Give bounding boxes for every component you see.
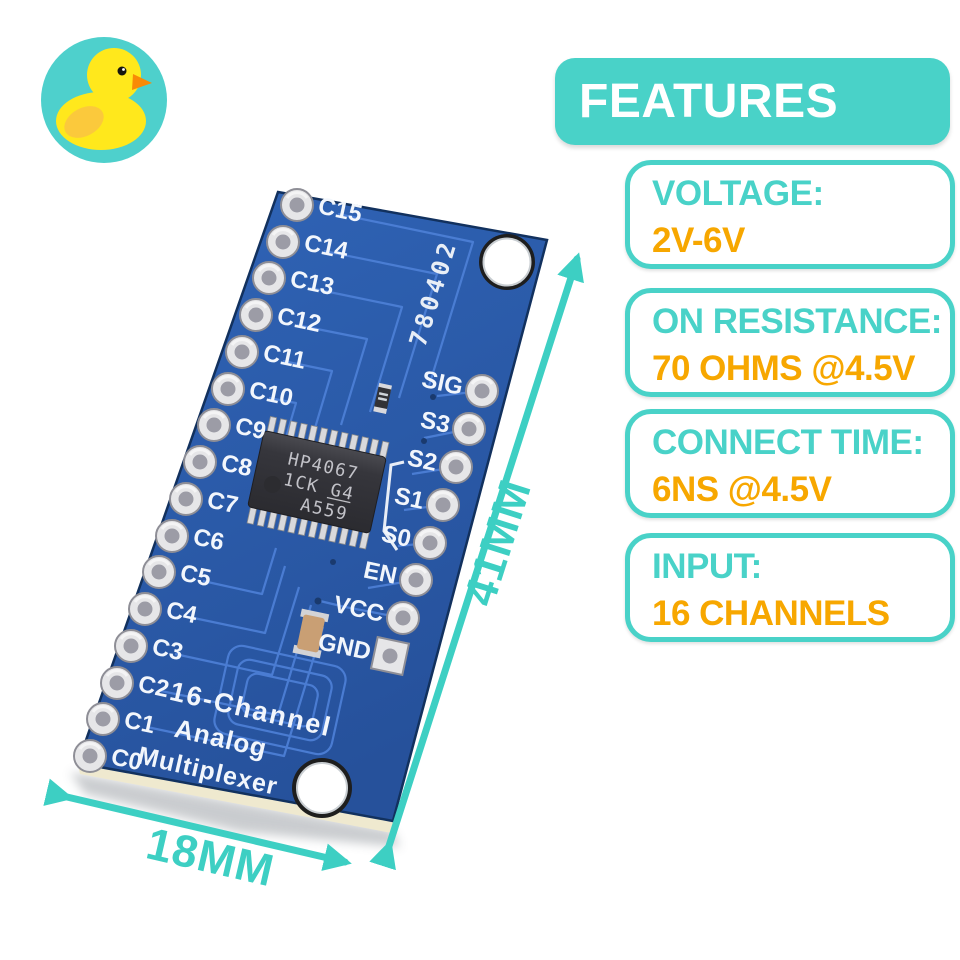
mounting-hole-bottom — [292, 758, 352, 818]
gnd-square-pad — [369, 635, 411, 677]
smd-capacitor — [292, 608, 330, 659]
pad-label-c4: C4 — [164, 596, 200, 629]
mounting-hole-top — [479, 234, 535, 290]
pcb-board: HP4067 1CK G4 A559 C15 C14 C13 C12 C1 — [70, 187, 549, 847]
pad-label-c6: C6 — [191, 523, 227, 556]
feature-value: 70 OHMS @4.5V — [652, 349, 916, 388]
duck-wing — [64, 106, 104, 138]
width-dimension-arrow — [43, 778, 352, 871]
feature-label: ON RESISTANCE: — [652, 302, 942, 341]
feature-box-on-resistance: ON RESISTANCE: 70 OHMS @4.5V — [625, 288, 955, 397]
duck-eye — [117, 66, 127, 76]
features-panel-title: FEATURES — [555, 58, 950, 145]
pad-label-c9: C9 — [233, 412, 269, 445]
length-dimension-arrow — [369, 252, 584, 871]
multiplexer-chip: HP4067 1CK G4 A559 — [246, 416, 390, 550]
feature-value: 2V-6V — [652, 221, 745, 260]
pad-label-c8: C8 — [219, 449, 255, 482]
pad-label-c0: C0 — [109, 743, 145, 776]
duck-head — [87, 48, 141, 102]
pad-label-c7: C7 — [205, 486, 241, 519]
feature-label: VOLTAGE: — [652, 174, 824, 213]
chip-marking-underline — [326, 496, 351, 504]
duck-beak — [132, 74, 152, 90]
duck-logo — [41, 37, 167, 163]
pad-label-c1: C1 — [122, 706, 158, 739]
feature-box-input: INPUT: 16 CHANNELS — [625, 533, 955, 642]
feature-value: 6NS @4.5V — [652, 470, 832, 509]
chip-pin1-dimple — [263, 475, 281, 493]
duck-eye-glint — [122, 68, 125, 71]
channel-labels: C15 C14 C13 C12 C11 C10 C9 C8 C7 C6 C5 C… — [109, 192, 365, 776]
pad-label-c2: C2 — [136, 670, 172, 703]
feature-label: CONNECT TIME: — [652, 423, 924, 462]
pad-label-c5: C5 — [178, 559, 214, 592]
feature-label: INPUT: — [652, 547, 762, 586]
pad-label-c3: C3 — [150, 633, 186, 666]
feature-value: 16 CHANNELS — [652, 594, 890, 633]
feature-box-connect-time: CONNECT TIME: 6NS @4.5V — [625, 409, 955, 518]
feature-box-voltage: VOLTAGE: 2V-6V — [625, 160, 955, 269]
